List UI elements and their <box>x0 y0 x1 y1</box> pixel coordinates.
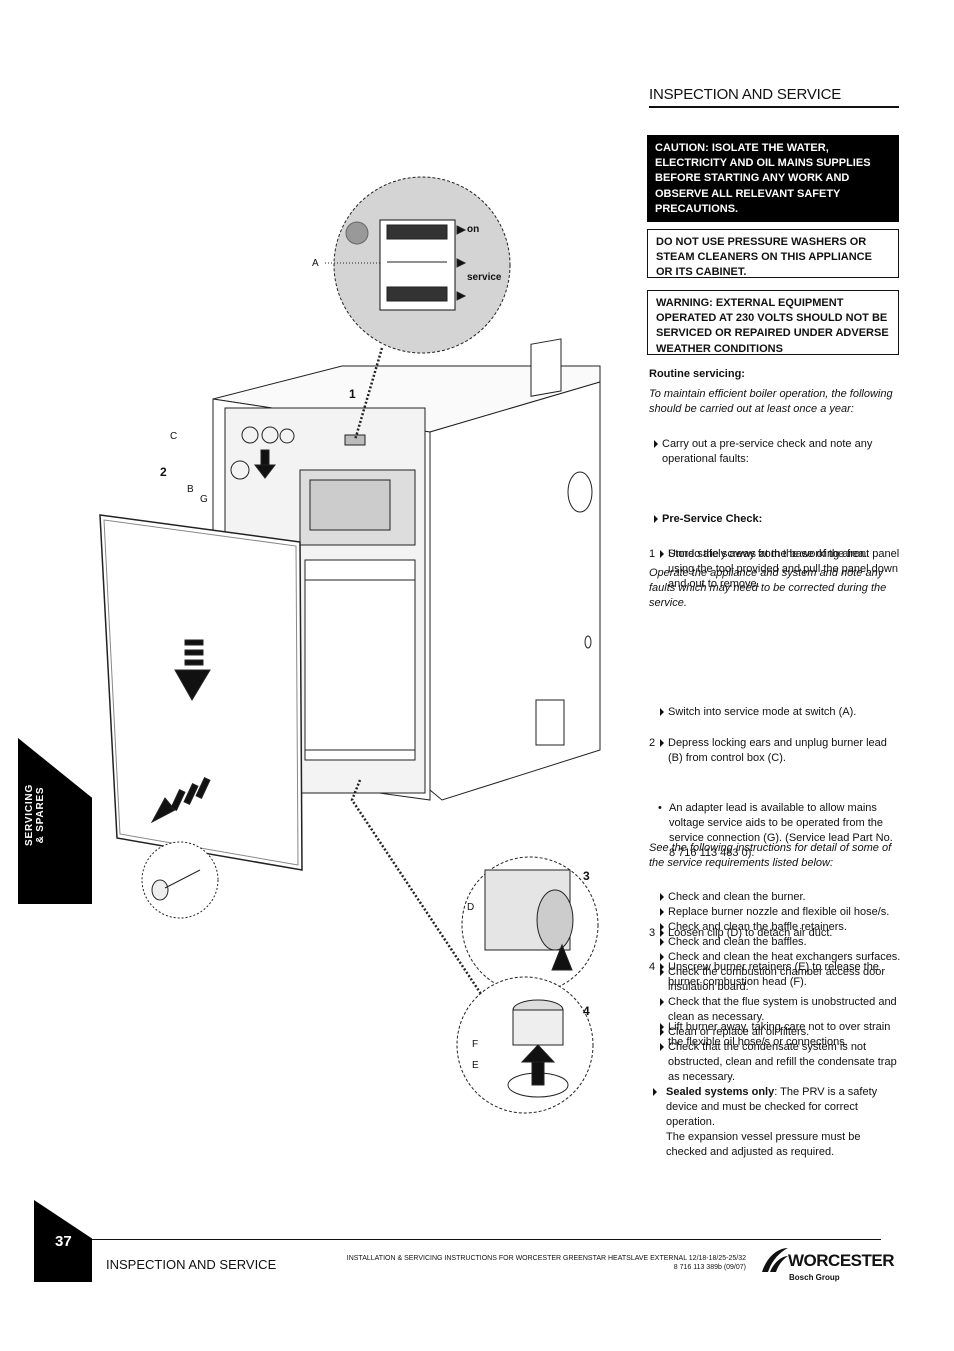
check-item: Check and clean the burner. <box>649 890 901 905</box>
step-1-marker: 1 <box>349 387 356 401</box>
check-item: Check and clean the baffle retainers. <box>649 920 901 935</box>
cabinet-side <box>429 381 601 801</box>
footer-doc-info: INSTALLATION & SERVICING INSTRUCTIONS FO… <box>346 1255 746 1271</box>
bullet-arrow-icon <box>660 708 664 716</box>
label-e: E <box>472 1060 479 1071</box>
check-item: Clean or replace all oil filters. <box>649 1025 901 1040</box>
arrow-up-icon <box>520 1044 556 1063</box>
label-g: G <box>200 494 208 505</box>
routine-title: Routine servicing: <box>649 368 745 380</box>
check-item: Check that the condensate system is not … <box>649 1040 901 1085</box>
label-d: D <box>467 902 475 913</box>
worcester-logo: WORCESTER Bosch Group <box>758 1240 895 1286</box>
worcester-swoosh-icon <box>762 1248 788 1272</box>
expansion-vessel-note: The expansion vessel pressure must be ch… <box>666 1131 861 1158</box>
step-4-marker: 4 <box>583 1004 590 1018</box>
notice-box: DO NOT USE PRESSURE WASHERS OR STEAM CLE… <box>647 229 899 278</box>
bullet-arrow-icon <box>660 929 664 937</box>
bullet-arrow-icon <box>654 440 658 448</box>
arrow-down-icon <box>174 669 211 701</box>
operate-note: Operate the appliance and system and not… <box>649 567 887 609</box>
step-3-marker: 3 <box>583 869 590 883</box>
routine-item: Carry out a pre-service check and note a… <box>649 437 901 467</box>
check-item: Check that the flue system is unobstruct… <box>649 995 901 1025</box>
bullet-arrow-icon <box>654 515 658 523</box>
step-1-store: Store safely away from the working area. <box>668 548 868 560</box>
bullet-arrow-icon <box>660 963 664 971</box>
step-2-marker: 2 <box>160 465 167 479</box>
bullet-arrow-icon <box>660 550 664 558</box>
arrow-pull-icon <box>150 797 176 824</box>
label-c: C <box>170 431 178 442</box>
footer-rule <box>92 1239 881 1240</box>
warning-box: WARNING: EXTERNAL EQUIPMENT OPERATED AT … <box>647 290 899 355</box>
adapter-note: •An adapter lead is available to allow m… <box>658 802 893 859</box>
page-heading: INSPECTION AND SERVICE <box>649 86 899 108</box>
section-side-tab: SERVICING & SPARES <box>18 738 92 904</box>
sealed-systems-item: Sealed systems only: The PRV is a safety… <box>649 1085 901 1130</box>
page-number: 37 <box>55 1233 72 1250</box>
label-f: F <box>472 1039 479 1050</box>
lift-item: Lift burner away, taking care not to ove… <box>649 1020 901 1050</box>
switch-on-label: on <box>467 224 480 235</box>
bullet-arrow-icon <box>660 1023 664 1031</box>
switch-item: Switch into service mode at switch (A). <box>649 705 901 720</box>
label-b: B <box>187 484 194 495</box>
check-item: Check the combustion chamber access door… <box>649 965 901 995</box>
boiler-service-illustration: on service A C B G D F E 1 2 3 4 <box>90 170 615 1130</box>
footer-title: INSPECTION AND SERVICE <box>106 1257 277 1272</box>
routine-intro: To maintain efficient boiler operation, … <box>649 388 893 415</box>
preservice-title: Pre-Service Check: <box>649 512 901 527</box>
check-item: Check and clean the baffles. <box>649 935 901 950</box>
label-a: A <box>312 258 319 269</box>
see-following: See the following instructions for detai… <box>649 842 892 869</box>
boiler-drawing <box>99 176 601 1114</box>
check-item: Check and clean the heat exchangers surf… <box>649 950 901 965</box>
caution-box: CAUTION: ISOLATE THE WATER, ELECTRICITY … <box>647 135 899 222</box>
front-panel <box>99 514 303 871</box>
arrow-down-small-icon <box>253 464 277 479</box>
switch-service-label: service <box>467 272 502 283</box>
check-item: Replace burner nozzle and flexible oil h… <box>649 905 901 920</box>
checks-list: Check and clean the burner. Replace burn… <box>649 890 901 1160</box>
bullet-arrow-icon <box>660 739 664 747</box>
